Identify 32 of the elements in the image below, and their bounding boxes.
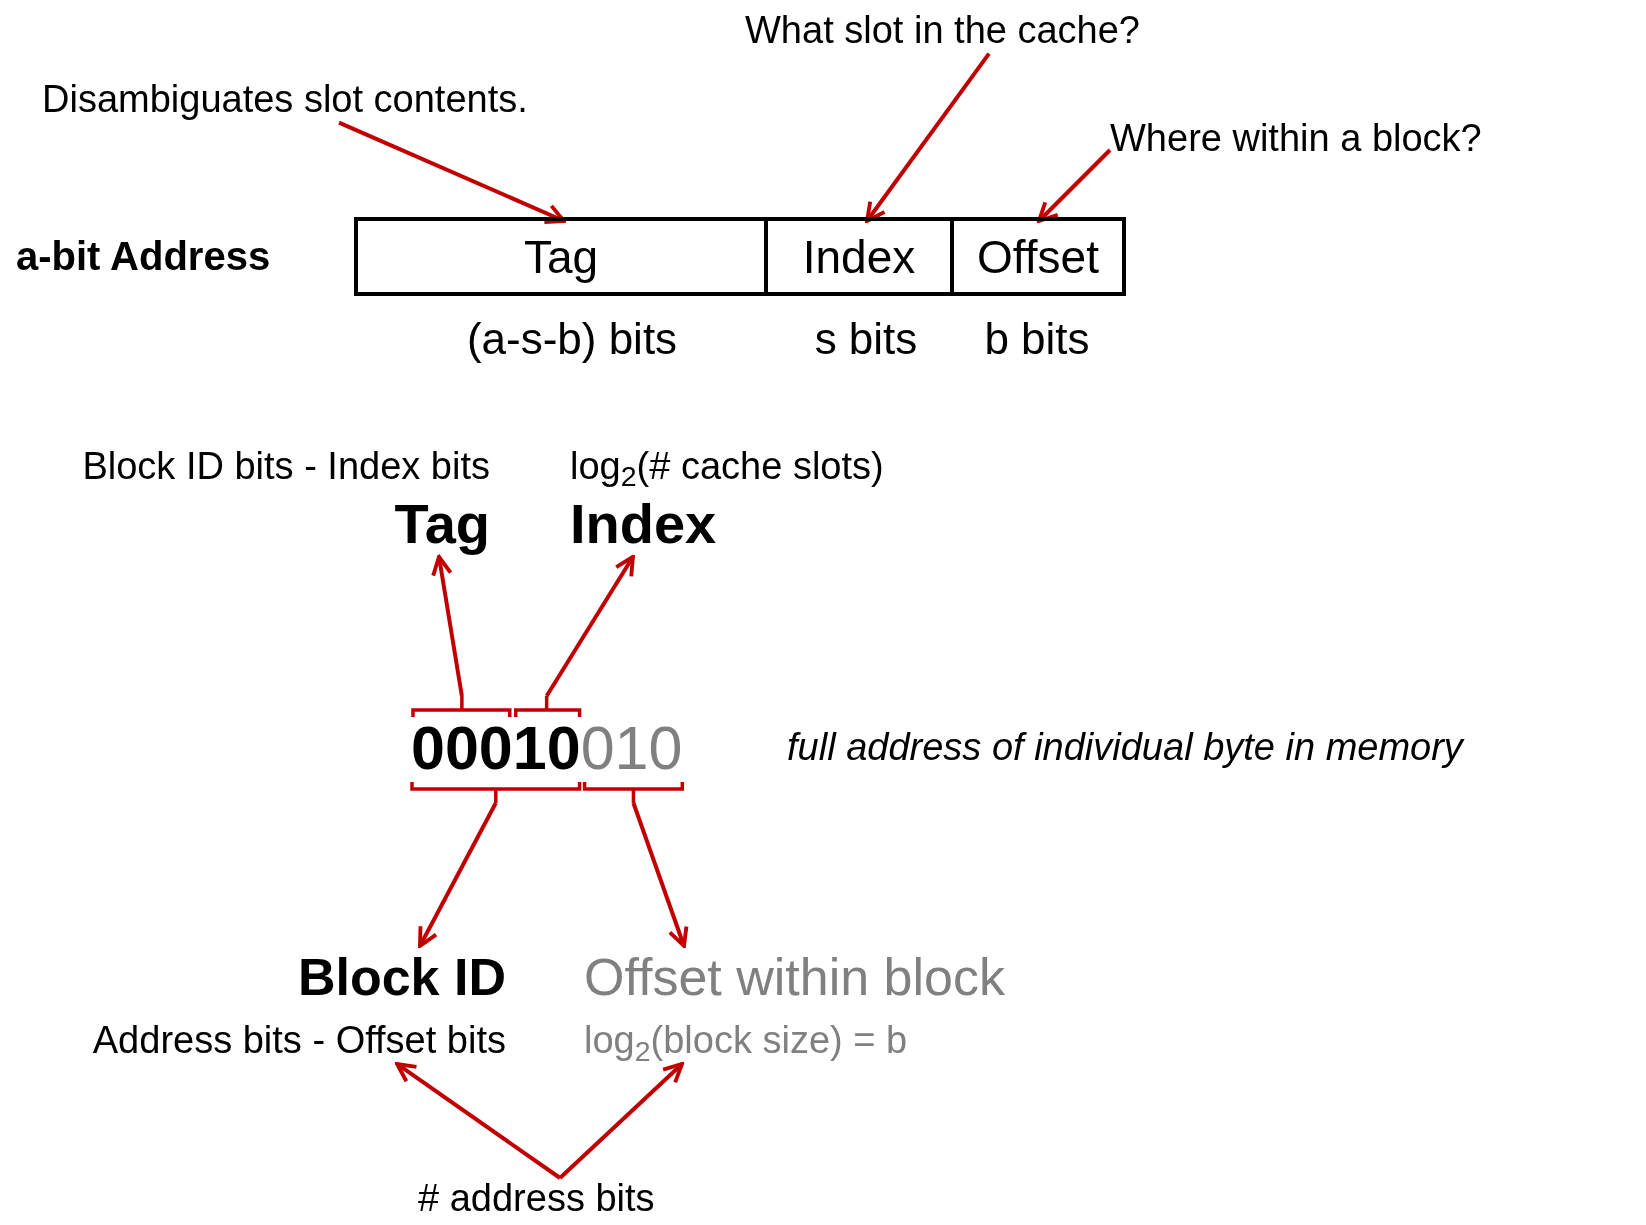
arrow — [1037, 148, 1112, 223]
address-field: Index — [768, 221, 954, 292]
bit-count-text: s bits — [814, 313, 918, 365]
formula-text: log$_{2}$(block size) = b — [584, 1018, 909, 1064]
address-field: Tag — [358, 221, 768, 292]
arrow — [338, 120, 566, 224]
field-name: Block ID — [296, 947, 506, 1008]
field-name: Tag — [393, 490, 490, 557]
arrow — [558, 1062, 684, 1180]
annotation-text: What slot in the cache? — [745, 8, 1140, 54]
row-label: a-bit Address — [16, 233, 271, 280]
field-name: Index — [570, 490, 718, 557]
formula-text: Address bits - Offset bits — [91, 1018, 506, 1064]
field-name: Offset within block — [584, 947, 1005, 1008]
arrow — [865, 52, 991, 223]
address-bar — [354, 217, 1126, 296]
annotation-text: # address bits — [418, 1178, 655, 1220]
address-field: Offset — [954, 221, 1122, 292]
annotation-text: Where within a block? — [1110, 116, 1482, 162]
binary-digits: 010 — [580, 714, 683, 782]
formula-text: Block ID bits - Index bits — [81, 444, 490, 489]
bit-count-text: (a-s-b) bits — [466, 313, 678, 365]
bit-count-text: b bits — [984, 313, 1090, 365]
binary-digits: 00010 — [411, 714, 581, 782]
formula-text: log$_{2}$(# cache slots) — [570, 444, 884, 490]
arrow — [395, 1062, 562, 1180]
arrow — [544, 554, 635, 698]
arrow — [418, 802, 498, 948]
arrow — [431, 554, 464, 697]
caption-text: full address of individual byte in memory — [787, 725, 1463, 770]
annotation-text: Disambiguates slot contents. — [42, 77, 528, 123]
arrow — [631, 802, 689, 948]
